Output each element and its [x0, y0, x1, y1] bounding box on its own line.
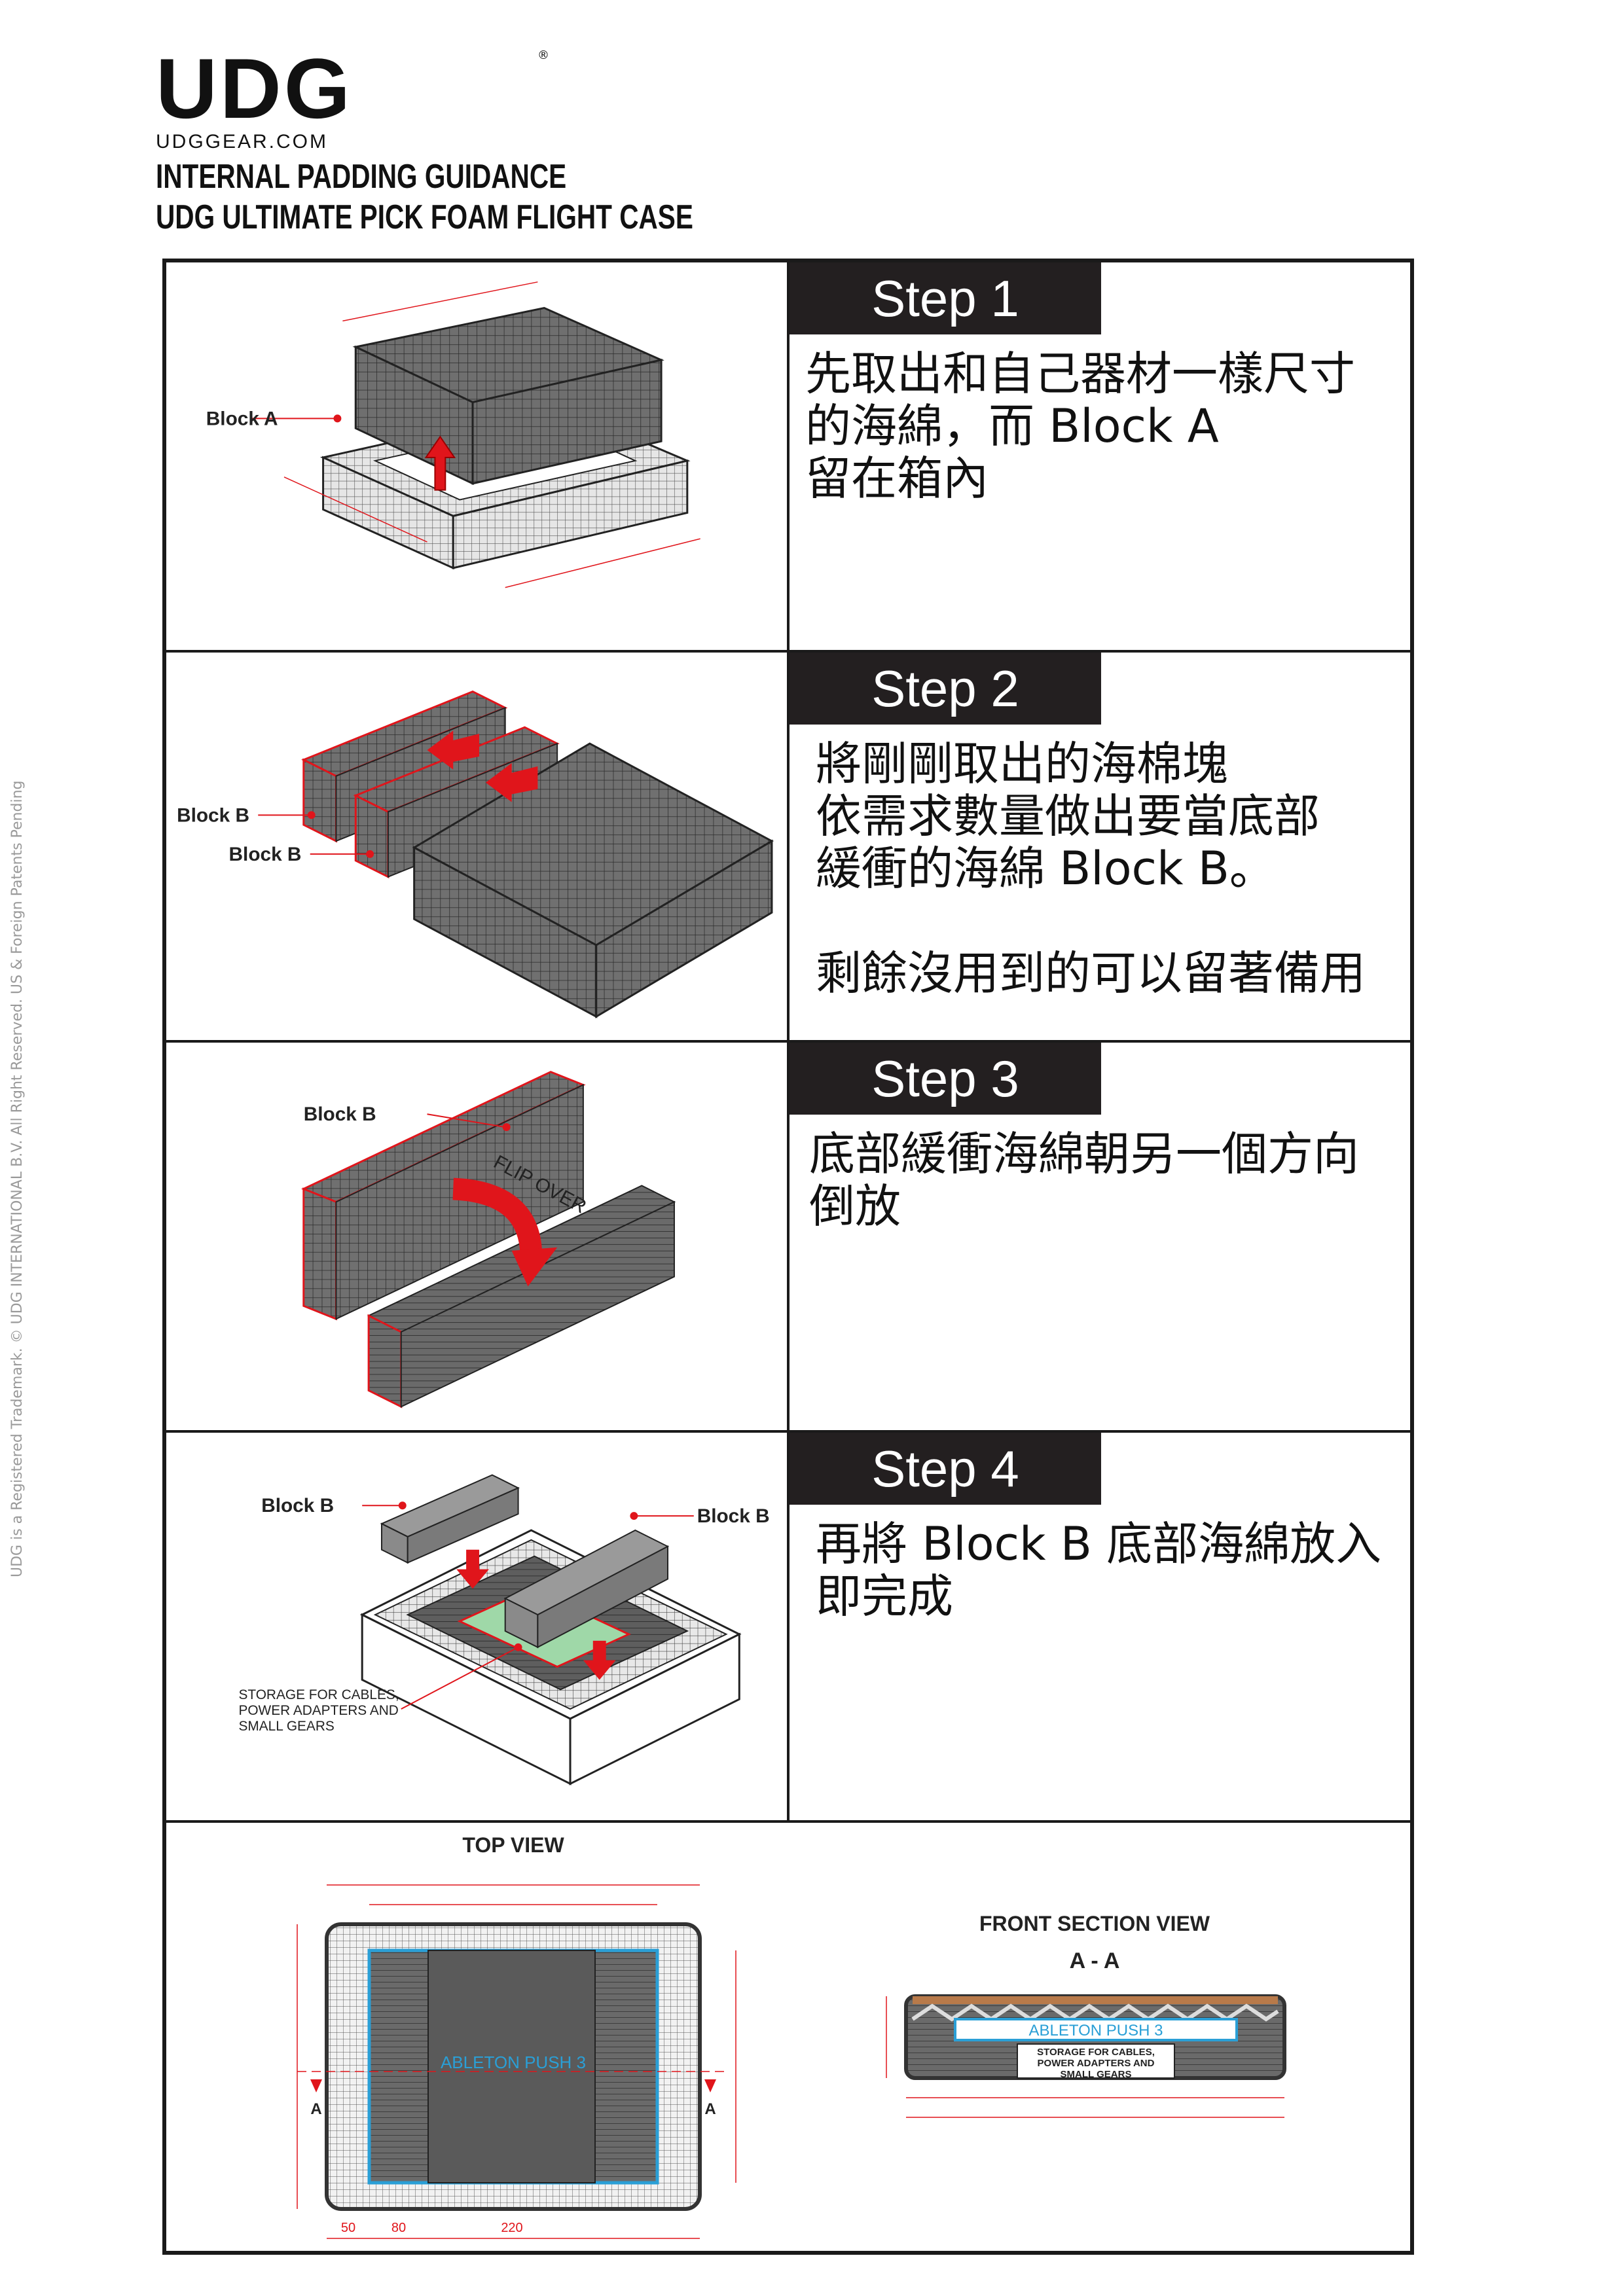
copyright-note: UDG is a Registered Trademark. © UDG INT…	[9, 780, 26, 1577]
section-label: A - A	[1070, 1948, 1120, 1973]
block-b-label-2: Block B	[229, 844, 302, 865]
step-4-banner: Step 4	[790, 1433, 1101, 1505]
front-view-device-label: ABLETON PUSH 3	[1029, 2022, 1163, 2039]
step-1-row: Block A Step 1 先取出和自己器材一樣尺寸 的海綿，而 Block …	[166, 262, 1410, 653]
front-storage-line-1: STORAGE FOR CABLES,	[1037, 2047, 1155, 2058]
block-b-label-1: Block B	[177, 804, 249, 826]
website-text: UDGGEAR.COM	[156, 131, 329, 152]
dim-220: 220	[501, 2221, 522, 2235]
front-storage-line-2: POWER ADAPTERS AND	[1038, 2058, 1155, 2069]
step-3-banner: Step 3	[790, 1043, 1101, 1115]
front-view-title: FRONT SECTION VIEW	[979, 1912, 1210, 1935]
title-line-2: UDG ULTIMATE PICK FOAM FLIGHT CASE	[156, 198, 693, 236]
block-b-label-5: Block B	[697, 1505, 770, 1527]
top-view-title: TOP VIEW	[462, 1833, 564, 1857]
step-2-banner: Step 2	[790, 653, 1101, 725]
step-2-text-cell: Step 2 將剛剛取出的海棉塊 依需求數量做出要當底部 緩衝的海綿 Block…	[790, 653, 1410, 1040]
views-row: TOP VIEW ABLETON PUSH 3 A A 50 80 220 FR…	[166, 1823, 1410, 2253]
step-1-text-cell: Step 1 先取出和自己器材一樣尺寸 的海綿，而 Block A 留在箱內	[790, 262, 1410, 650]
step-3-row: FLIP OVER Block B Step 3 底部緩衝海綿朝另一個方向 倒放	[166, 1043, 1410, 1433]
step-3-illustration: FLIP OVER Block B	[166, 1043, 790, 1430]
step-3-instruction: 底部緩衝海綿朝另一個方向 倒放	[809, 1127, 1359, 1233]
guidance-grid: Block A Step 1 先取出和自己器材一樣尺寸 的海綿，而 Block …	[162, 259, 1414, 2255]
step-4-diagram: Block B Block B STORAGE FOR CABLES, POWE…	[238, 1474, 770, 1785]
step-2-diagram: Block B Block B	[177, 690, 774, 1018]
block-b-label-3: Block B	[304, 1103, 376, 1125]
block-b-label-4: Block B	[261, 1495, 334, 1516]
section-marker-left: A	[310, 2100, 321, 2118]
step-1-illustration: Block A	[166, 262, 790, 650]
dim-50: 50	[341, 2221, 355, 2235]
front-storage-line-3: SMALL GEARS	[1061, 2069, 1132, 2080]
views-diagram: TOP VIEW ABLETON PUSH 3 A A 50 80 220 FR…	[297, 1833, 1286, 2239]
udg-logo: UDG ® UDGGEAR.COM	[156, 41, 549, 152]
step-3-text-cell: Step 3 底部緩衝海綿朝另一個方向 倒放	[790, 1043, 1410, 1430]
step-2-instruction: 將剛剛取出的海棉塊 依需求數量做出要當底部 緩衝的海綿 Block B。 剩餘沒…	[816, 737, 1366, 1000]
step-2-illustration: Block B Block B	[166, 653, 790, 1040]
title-line-1: INTERNAL PADDING GUIDANCE	[156, 158, 567, 196]
step-1-instruction: 先取出和自己器材一樣尺寸 的海綿，而 Block A 留在箱內	[805, 347, 1355, 505]
step-4-text-cell: Step 4 再將 Block B 底部海綿放入 即完成	[790, 1433, 1410, 1820]
registered-mark: ®	[537, 48, 549, 62]
step-4-instruction: 再將 Block B 底部海綿放入 即完成	[816, 1517, 1382, 1623]
storage-label-3: SMALL GEARS	[238, 1719, 334, 1734]
step-1-banner: Step 1	[790, 262, 1101, 334]
section-marker-right: A	[704, 2100, 716, 2118]
block-a-label: Block A	[206, 408, 278, 429]
storage-label-2: POWER ADAPTERS AND	[238, 1703, 398, 1718]
storage-label-1: STORAGE FOR CABLES,	[238, 1687, 399, 1702]
step-4-row: Block B Block B STORAGE FOR CABLES, POWE…	[166, 1433, 1410, 1823]
top-view-device-label: ABLETON PUSH 3	[441, 2053, 586, 2072]
logo-mark: UDG	[156, 41, 353, 136]
step-4-illustration: Block B Block B STORAGE FOR CABLES, POWE…	[166, 1433, 790, 1820]
step-1-diagram: Block A	[206, 281, 700, 588]
dim-80: 80	[391, 2221, 406, 2235]
step-2-row: Block B Block B Step 2 將剛剛取出的海棉塊 依需求數量做出…	[166, 653, 1410, 1043]
step-3-diagram: FLIP OVER Block B	[301, 1071, 676, 1408]
